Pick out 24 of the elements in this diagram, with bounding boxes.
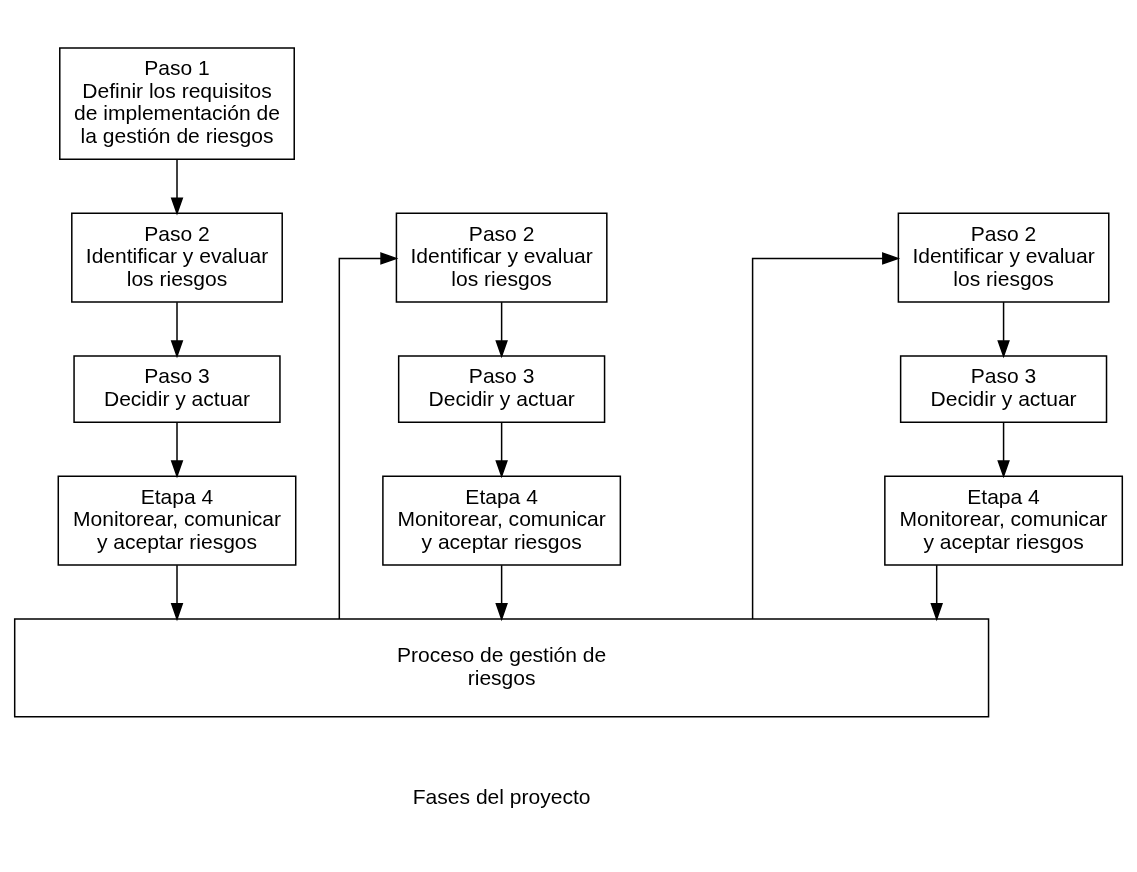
node-box: Paso 1 Definir los requisitos de implementación de la gestión de riesgos	[59, 46, 295, 160]
arrow	[495, 564, 508, 621]
node-box: Etapa 4 Monitorear, comunicar y aceptar riesgos	[382, 475, 622, 566]
label: Fases del proyecto	[412, 784, 591, 807]
arrow	[751, 251, 901, 620]
node-box: Proceso de gestión de riesgos	[13, 617, 990, 718]
node-box: Etapa 4 Monitorear, comunicar y aceptar riesgos	[57, 475, 297, 566]
arrow	[338, 251, 399, 620]
node-box: Paso 2 Identificar y evaluar los riesgos	[71, 212, 283, 303]
node-box: Etapa 4 Monitorear, comunicar y aceptar riesgos	[884, 475, 1124, 566]
arrow	[170, 421, 184, 478]
node-box: Paso 3 Decidir y actuar	[899, 354, 1108, 423]
node-box: Paso 2 Identificar y evaluar los riesgos	[897, 212, 1110, 303]
node-box: Paso 3 Decidir y actuar	[73, 354, 281, 423]
arrow	[170, 300, 184, 358]
arrow	[997, 421, 1010, 478]
arrow	[495, 421, 508, 478]
arrow	[170, 564, 184, 621]
arrow	[930, 564, 943, 621]
arrow	[495, 300, 508, 358]
arrow	[170, 157, 184, 215]
node-box: Paso 3 Decidir y actuar	[397, 354, 606, 423]
arrow	[997, 300, 1010, 358]
node-box: Paso 2 Identificar y evaluar los riesgos	[395, 212, 608, 303]
